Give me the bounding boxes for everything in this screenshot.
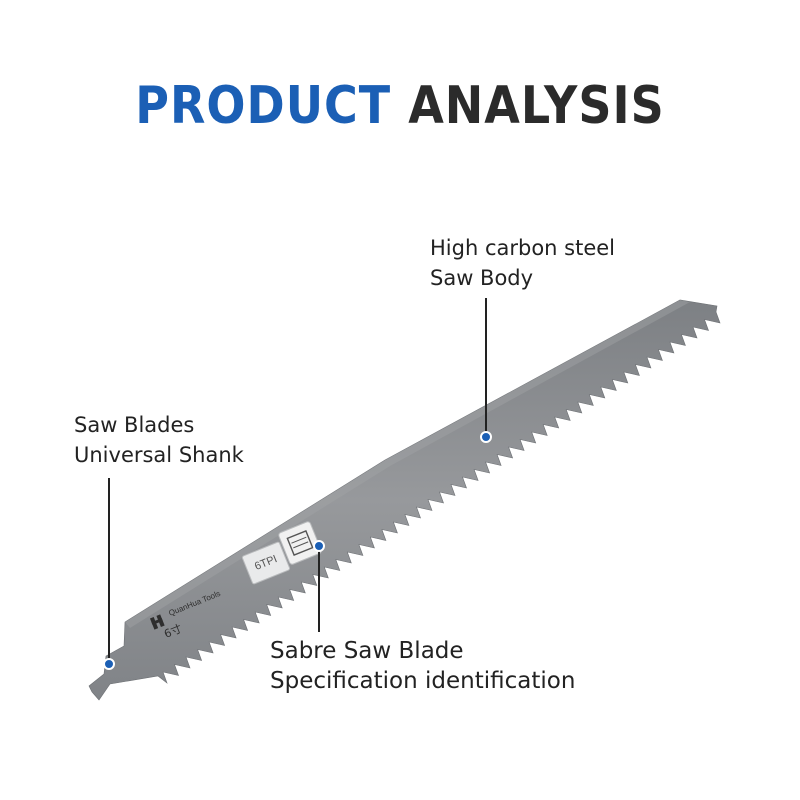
- body-callout-line2: Saw Body: [430, 266, 534, 290]
- spec-identification-area: 6TPI: [241, 521, 322, 585]
- brand-logo-icon: [149, 614, 165, 630]
- shank-callout-line2: Universal Shank: [74, 443, 244, 467]
- title-word-product: PRODUCT: [135, 74, 392, 136]
- saw-blade-body: [88, 299, 721, 701]
- shank-callout-dot: [103, 658, 115, 670]
- spec-callout-dot: [313, 540, 325, 552]
- spec-callout-line1: Sabre Saw Blade: [270, 638, 464, 664]
- shank-callout-line1: Saw Blades: [74, 413, 195, 437]
- body-callout-line1: High carbon steel: [430, 236, 616, 260]
- tpi-label-box: [241, 541, 291, 585]
- size-mark-text: 6寸: [162, 621, 184, 641]
- material-icon-box: [278, 521, 322, 565]
- title-word-analysis: ANALYSIS: [408, 74, 665, 136]
- page-title: PRODUCT ANALYSIS: [0, 75, 800, 135]
- body-callout-label: High carbon steel Saw Body: [430, 233, 615, 293]
- shank-callout-label: Saw Blades Universal Shank: [74, 410, 244, 470]
- body-callout-dot: [480, 431, 492, 443]
- spec-callout-line2: Specification identification: [270, 668, 576, 694]
- blade-spine-highlight: [125, 300, 690, 628]
- spec-callout-label: Sabre Saw Blade Specification identifica…: [270, 636, 575, 696]
- cutting-material-icon: [286, 529, 314, 557]
